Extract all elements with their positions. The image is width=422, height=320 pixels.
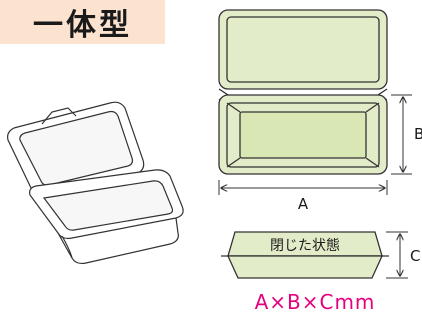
dimension-c [386, 231, 408, 279]
closed-side-view [221, 231, 389, 279]
title-text: 一体型 [33, 8, 132, 43]
lid-tab [41, 107, 77, 125]
closed-lower [226, 255, 384, 279]
closed-state-label: 閉じた状態 [270, 238, 340, 254]
tray-inner [42, 180, 174, 231]
label-c: C [410, 247, 420, 265]
tray-panel-inner [239, 111, 367, 159]
title-tag: 一体型 [0, 0, 165, 44]
perspective-illustration [7, 101, 184, 265]
tray-base [61, 235, 73, 259]
label-a: A [298, 195, 309, 213]
dimension-b [391, 94, 412, 175]
dimension-a [218, 180, 388, 195]
tray-body [57, 217, 179, 265]
label-b: B [414, 125, 422, 143]
top-view [218, 9, 388, 175]
dimensions-text: A×B×Cmm [254, 290, 376, 314]
lid-panel-inner [226, 16, 380, 83]
